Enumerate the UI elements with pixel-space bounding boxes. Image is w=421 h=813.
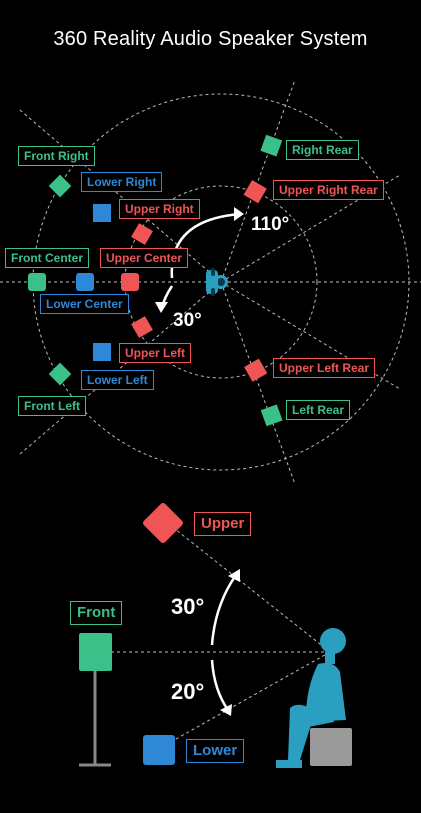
lower-arrowhead xyxy=(220,704,232,716)
label-lower-side: Lower xyxy=(186,739,245,763)
listener-top-icon xyxy=(206,268,228,296)
upper-right-rear-axis xyxy=(220,174,401,283)
label-front-right: Front Right xyxy=(18,146,95,166)
stool xyxy=(310,728,352,766)
front-left-speaker xyxy=(48,362,72,386)
label-upper-side: Upper xyxy=(194,512,252,536)
side-view-guides xyxy=(112,524,331,749)
upper-speaker-side xyxy=(143,503,183,543)
label-left-rear: Left Rear xyxy=(286,400,351,420)
upper-arrowhead xyxy=(228,569,240,582)
lower-left-speaker xyxy=(93,343,111,361)
side-arrowhead xyxy=(155,302,168,313)
upper-angle-arc xyxy=(210,574,238,646)
lower-angle-arc xyxy=(210,659,230,711)
page-title: 360 Reality Audio Speaker System xyxy=(53,28,368,50)
lower-center-speaker xyxy=(76,273,94,291)
angle-up-label: 30° xyxy=(171,594,205,619)
upper-center-speaker xyxy=(121,273,139,291)
label-lower-left: Lower Left xyxy=(81,370,154,390)
angle-side-label: 30° xyxy=(173,310,202,331)
angle-rear-label: 110° xyxy=(251,214,290,235)
listener-seated-icon xyxy=(276,628,346,768)
label-upper-left: Upper Left xyxy=(119,343,191,363)
rear-angle-arc xyxy=(170,212,241,279)
label-front-center: Front Center xyxy=(5,248,89,268)
upper-right-speaker xyxy=(131,223,153,245)
label-upper-left-rear: Upper Left Rear xyxy=(273,358,376,378)
lower-axis xyxy=(159,651,331,749)
upper-left-rear-axis xyxy=(220,281,401,390)
label-lower-right: Lower Right xyxy=(81,172,163,192)
front-center-speaker xyxy=(28,273,46,291)
front-speaker-side xyxy=(79,633,112,671)
left-rear-speaker xyxy=(260,404,283,427)
label-upper-center: Upper Center xyxy=(100,248,189,268)
label-front-left: Front Left xyxy=(18,396,86,416)
label-lower-center: Lower Center xyxy=(40,294,129,314)
left-rear-axis xyxy=(220,281,296,485)
front-left-axis xyxy=(19,281,222,455)
label-upper-right-rear: Upper Right Rear xyxy=(273,180,384,200)
label-right-rear: Right Rear xyxy=(286,140,359,160)
angle-down-label: 20° xyxy=(171,679,205,704)
upper-axis xyxy=(169,524,331,653)
label-front-side: Front xyxy=(70,601,123,625)
lower-right-speaker xyxy=(93,204,111,222)
label-upper-right: Upper Right xyxy=(119,199,200,219)
right-rear-speaker xyxy=(260,134,283,157)
front-right-axis xyxy=(19,109,222,283)
rear-arrowhead xyxy=(234,207,244,221)
upper-left-rear-speaker xyxy=(244,358,268,382)
upper-right-rear-speaker xyxy=(243,180,267,204)
upper-left-speaker xyxy=(131,316,153,338)
front-right-speaker xyxy=(48,174,72,198)
lower-speaker-side xyxy=(143,735,175,765)
